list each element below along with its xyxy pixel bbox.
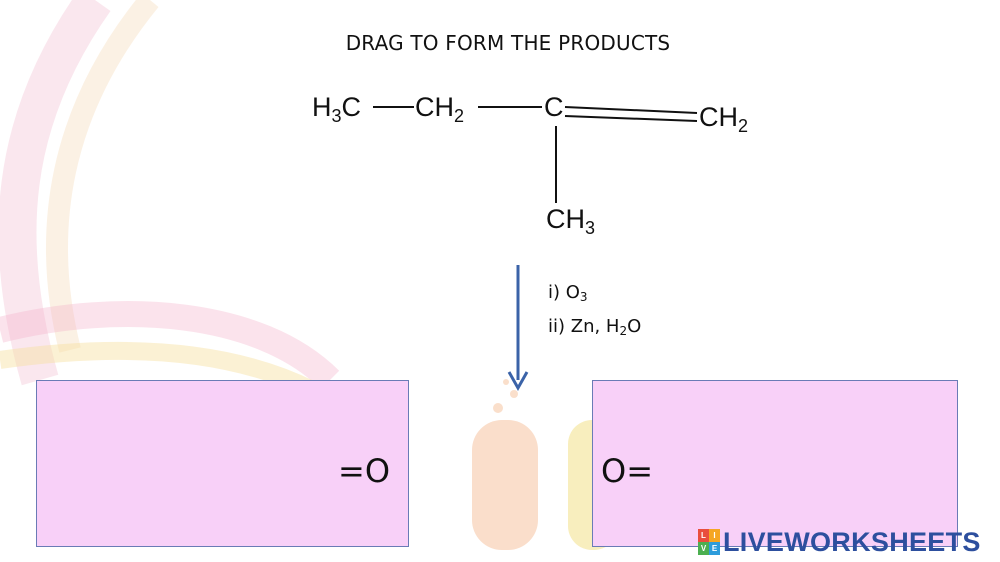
condition-step-2: ii) Zn, H2O (548, 316, 642, 338)
test-tube-orange (472, 420, 538, 550)
methyl-group: CH3 (546, 204, 596, 238)
terminal-ch2-group: CH2 (699, 102, 749, 136)
ch2-group: CH2 (415, 92, 465, 126)
right-product-drop-zone[interactable] (592, 380, 958, 547)
liveworksheets-logo: L I V E LIVEWORKSHEETS (698, 527, 981, 557)
logo-text: LIVEWORKSHEETS (723, 526, 981, 557)
left-product-drop-zone[interactable] (36, 380, 409, 547)
h3c-group: H3C (312, 92, 362, 126)
right-carbonyl-label: O= (601, 452, 653, 490)
left-carbonyl-label: =O (338, 452, 390, 490)
instruction-title: DRAG TO FORM THE PRODUCTS (345, 31, 671, 55)
condition-step-1: i) O3 (548, 282, 588, 304)
center-carbon: C (544, 92, 564, 122)
logo-icon: L I V E (698, 529, 720, 555)
